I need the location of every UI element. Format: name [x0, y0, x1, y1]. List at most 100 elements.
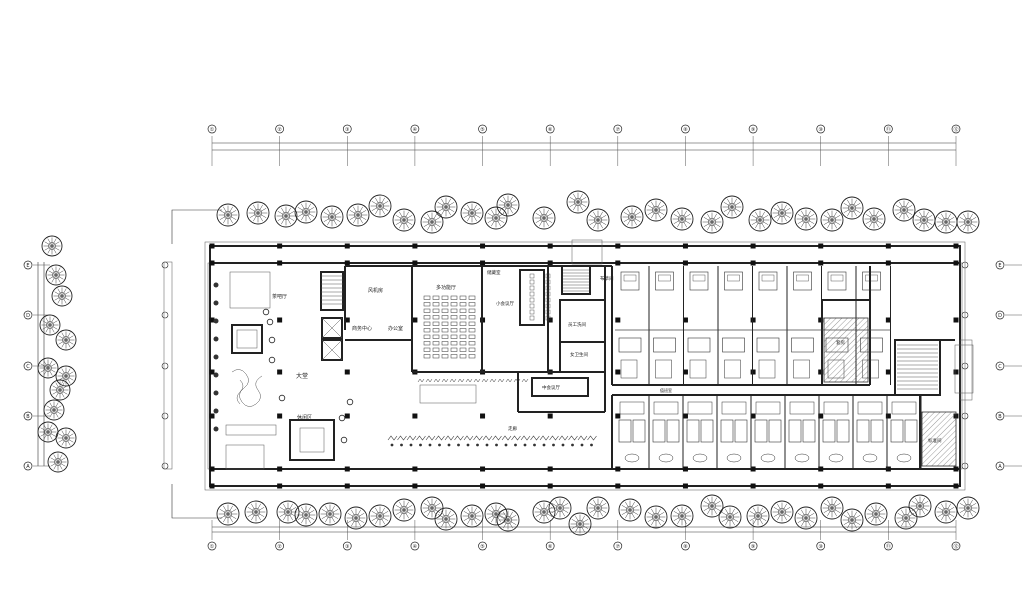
bottom-tree-2: [244, 500, 268, 524]
column-marker-top-8: [681, 124, 690, 134]
bottom-tree-11: [460, 504, 484, 528]
row-marker-left-4: [23, 411, 33, 421]
column-label-top-3: ③: [345, 127, 349, 133]
column-marker-bottom-12: [951, 541, 961, 551]
label-meeting-small: 小会议厅: [496, 300, 514, 307]
top-tree-30: [934, 210, 958, 234]
bottom-tree-12: [484, 502, 508, 526]
top-tree-22: [748, 208, 772, 232]
left-tree-3: [51, 285, 73, 307]
column-label-bottom-5: ⑤: [480, 544, 484, 550]
bottom-tree-5: [318, 502, 342, 526]
guest-rooms-south: [618, 395, 922, 469]
guest-room-north-1: [615, 266, 650, 385]
guest-room-north-2: [649, 266, 684, 385]
bottom-tree-1: [216, 502, 240, 526]
label-standard: 标准间: [928, 437, 942, 444]
bottom-tree-20: [670, 504, 694, 528]
left-tree-1: [41, 235, 63, 257]
top-tree-21: [720, 195, 744, 219]
corridor-planters: [213, 282, 597, 447]
bottom-landscape-trees: [216, 494, 980, 536]
guest-room-north-6: [787, 266, 822, 385]
bottom-tree-19: [644, 505, 668, 529]
row-label-right-1: E: [998, 263, 1001, 269]
column-label-top-8: ⑧: [683, 127, 688, 133]
bottom-tree-29: [894, 506, 918, 530]
bottom-tree-17: [586, 496, 610, 520]
hatched-area-suite: [823, 317, 869, 383]
row-marker-left-1: [23, 260, 33, 270]
top-tree-3: [274, 204, 298, 228]
guest-room-north-4: [718, 266, 753, 385]
bottom-tree-16: [568, 512, 592, 536]
column-marker-top-3: [342, 124, 352, 134]
left-tree-5: [55, 329, 77, 351]
column-marker-top-5: [478, 124, 487, 134]
top-tree-9: [420, 210, 444, 234]
guest-room-north-5: [753, 266, 788, 385]
top-tree-13: [496, 193, 520, 217]
site-boundary: [171, 209, 222, 519]
row-label-right-2: D: [998, 313, 1002, 319]
top-tree-29: [912, 208, 936, 232]
top-tree-18: [644, 198, 668, 222]
bottom-tree-14: [532, 500, 556, 524]
column-marker-bottom-3: [342, 541, 352, 551]
bottom-tree-31: [934, 500, 958, 524]
column-label-top-4: ④: [413, 127, 418, 133]
top-tree-25: [820, 208, 844, 232]
label-ladies-toilet: 女卫生间: [570, 351, 588, 358]
top-tree-7: [368, 194, 392, 218]
top-tree-12: [484, 206, 508, 230]
top-tree-1: [216, 203, 240, 227]
top-landscape-trees: [216, 190, 980, 234]
left-landscape-trees: [37, 235, 77, 473]
top-tree-14: [532, 206, 556, 230]
left-tree-6: [37, 357, 59, 379]
label-duty: 值班室: [660, 387, 672, 393]
column-marker-top-2: [275, 124, 284, 134]
left-tree-10: [37, 421, 59, 443]
guest-room-south-8: [856, 395, 888, 469]
row-label-right-5: A: [998, 464, 1002, 470]
bottom-tree-27: [840, 508, 864, 532]
top-tree-28: [892, 198, 916, 222]
row-label-right-4: B: [998, 414, 1002, 420]
bottom-tree-8: [392, 498, 416, 522]
column-label-top-1: ①: [210, 127, 215, 133]
column-marker-bottom-7: [613, 541, 623, 551]
column-label-bottom-8: ⑧: [683, 544, 688, 550]
left-tree-9: [43, 399, 65, 421]
column-label-bottom-4: ④: [413, 544, 418, 550]
row-marker-right-3: [995, 361, 1005, 371]
column-marker-top-12: [951, 124, 961, 134]
bottom-tree-21: [700, 494, 724, 518]
top-tree-5: [320, 205, 344, 229]
guest-room-south-3: [686, 395, 718, 469]
column-label-bottom-9: ⑨: [751, 544, 755, 550]
top-tree-2: [246, 201, 270, 225]
column-marker-top-1: [207, 124, 217, 134]
column-label-top-12: ⑫: [953, 126, 958, 133]
guest-room-south-2: [652, 395, 684, 469]
column-label-top-2: ②: [277, 127, 282, 133]
column-label-bottom-3: ③: [345, 544, 349, 550]
bottom-tree-32: [956, 496, 980, 520]
label-fan-room: 风机房: [368, 287, 383, 294]
column-marker-top-9: [748, 124, 758, 134]
column-label-bottom-12: ⑫: [953, 543, 958, 550]
label-multi-hall: 多功能厅: [436, 284, 456, 291]
row-marker-right-2: [995, 310, 1005, 320]
row-marker-right-5: [995, 461, 1005, 471]
bottom-tree-24: [770, 500, 794, 524]
column-marker-top-7: [613, 124, 623, 134]
lobby-features: [225, 271, 335, 470]
top-tree-31: [956, 210, 980, 234]
top-dimension-lines: [212, 142, 956, 151]
column-marker-bottom-11: [884, 541, 893, 551]
row-label-left-4: B: [26, 414, 30, 420]
guest-room-south-1: [618, 395, 650, 469]
